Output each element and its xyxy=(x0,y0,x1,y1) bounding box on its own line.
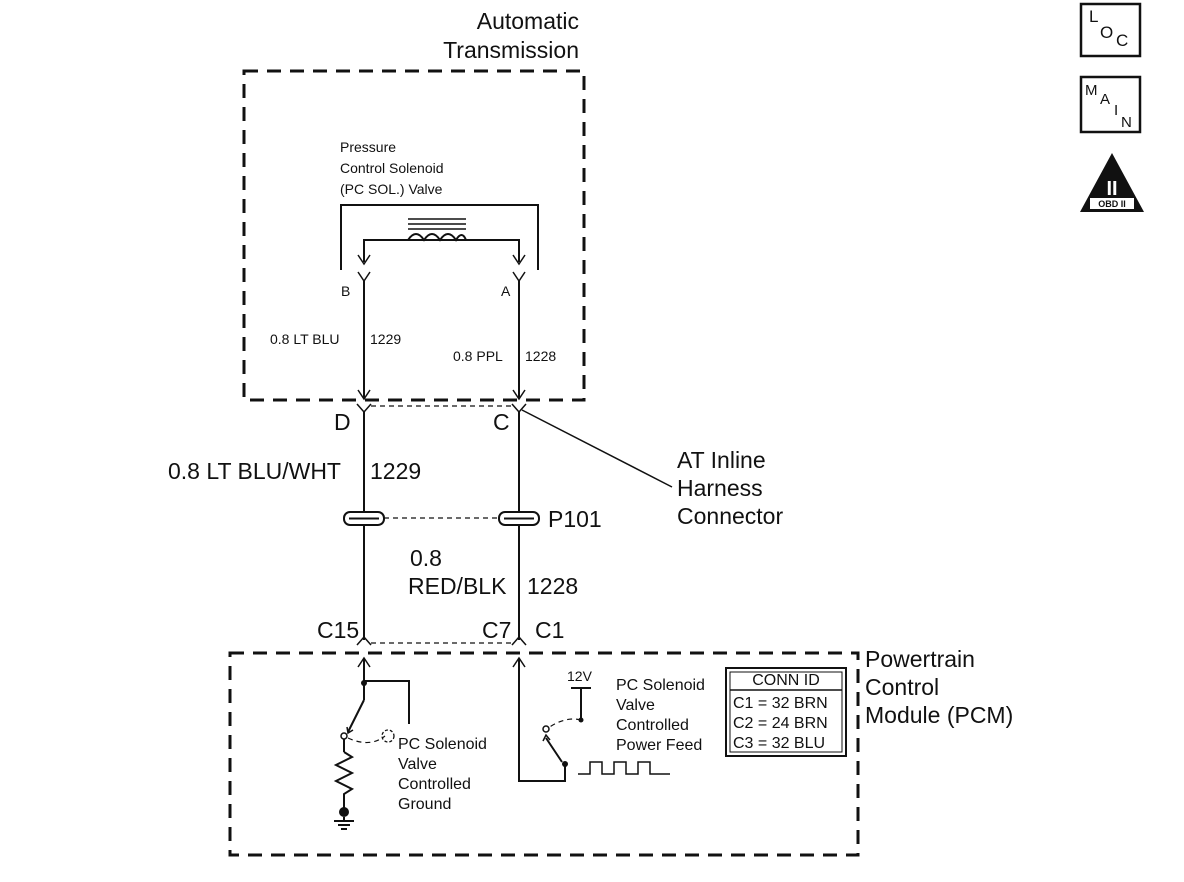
ground-label-line2: Valve xyxy=(398,756,437,773)
wire-num-1229-inner: 1229 xyxy=(370,331,401,347)
power-driver-circuit xyxy=(512,656,670,782)
ground-label-line1: PC Solenoid xyxy=(398,736,487,753)
pcm-title-line3: Module (PCM) xyxy=(865,702,1013,728)
power-label-line2: Valve xyxy=(616,697,655,714)
conn-id-header: CONN ID xyxy=(752,672,820,689)
inline-connector-label-line2: Harness xyxy=(677,475,763,501)
obd-ii-label: OBD II xyxy=(1098,199,1126,209)
pin-a-icon xyxy=(512,271,526,283)
p101-splice-right-icon xyxy=(498,511,540,526)
pin-c7-icon xyxy=(511,635,527,646)
conn-id-row-c2: C2 = 24 BRN xyxy=(733,715,828,732)
inline-connector-label-line1: AT Inline xyxy=(677,447,766,473)
loc-icon xyxy=(1079,2,1142,58)
loc-letter-c: C xyxy=(1116,31,1128,50)
conn-id-table xyxy=(725,667,847,757)
main-icon xyxy=(1079,75,1142,134)
pressure-control-solenoid xyxy=(340,204,539,270)
pin-a-label: A xyxy=(501,283,511,299)
power-label-line1: PC Solenoid xyxy=(616,677,705,694)
solenoid-label-line3: (PC SOL.) Valve xyxy=(340,181,443,197)
main-letter-a: A xyxy=(1100,91,1110,108)
transmission-title-line2: Transmission xyxy=(443,37,579,63)
ground-driver-circuit xyxy=(333,656,410,830)
transmission-boundary xyxy=(242,69,586,402)
conn-id-row-c1: C1 = 32 BRN xyxy=(733,695,828,712)
obd-ii-button[interactable]: II OBD II xyxy=(1080,153,1144,212)
transmission-title-line1: Automatic xyxy=(477,8,579,34)
main-letter-m: M xyxy=(1085,82,1098,99)
resistor-icon xyxy=(333,751,355,808)
main-letter-n: N xyxy=(1121,114,1132,131)
pcm-title-line1: Powertrain xyxy=(865,646,975,672)
main-button[interactable]: M A I N xyxy=(1079,75,1142,134)
inline-connector-leader xyxy=(521,409,673,488)
wire-gauge-08: 0.8 xyxy=(410,545,442,571)
ground-label-line3: Controlled xyxy=(398,776,471,793)
pwm-signal-icon xyxy=(578,761,670,775)
voltage-label: 12V xyxy=(567,668,593,684)
power-label-line3: Controlled xyxy=(616,717,689,734)
connector-d-label: D xyxy=(334,409,351,435)
wire-label-red-blk: RED/BLK xyxy=(408,573,507,599)
loc-button[interactable]: L O C xyxy=(1079,2,1142,58)
solenoid-label-line2: Control Solenoid xyxy=(340,160,444,176)
p101-splice-left-icon xyxy=(343,511,385,526)
ground-icon xyxy=(334,817,354,830)
wire-num-1228-inner: 1228 xyxy=(525,348,556,364)
main-letter-i: I xyxy=(1114,102,1118,119)
wire-label-ppl: 0.8 PPL xyxy=(453,348,503,364)
ground-node-icon xyxy=(339,807,349,817)
obd-ii-numeral: II xyxy=(1106,178,1117,200)
loc-letter-l: L xyxy=(1089,7,1098,26)
obd-ii-icon xyxy=(1080,153,1144,212)
connector-d-icon xyxy=(356,403,372,414)
p101-label: P101 xyxy=(548,506,602,532)
pin-c1-label: C1 xyxy=(535,617,564,643)
pin-c7-label: C7 xyxy=(482,617,511,643)
wire-num-1229-outer: 1229 xyxy=(370,458,421,484)
conn-id-row-c3: C3 = 32 BLU xyxy=(733,735,825,752)
connector-c-label: C xyxy=(493,409,510,435)
pin-b-label: B xyxy=(341,283,350,299)
inline-connector-label-line3: Connector xyxy=(677,503,783,529)
loc-letter-o: O xyxy=(1100,23,1113,42)
pcm-title-line2: Control xyxy=(865,674,939,700)
power-label-line4: Power Feed xyxy=(616,737,702,754)
ground-label-line4: Ground xyxy=(398,796,451,813)
solenoid-label-line1: Pressure xyxy=(340,139,396,155)
pin-c15-label: C15 xyxy=(317,617,359,643)
solenoid-coil-icon xyxy=(407,233,467,242)
pin-b-icon xyxy=(357,271,371,283)
wire-label-lt-blu-wht: 0.8 LT BLU/WHT xyxy=(168,458,341,484)
wire-num-1228-outer: 1228 xyxy=(527,573,578,599)
wire-label-lt-blu: 0.8 LT BLU xyxy=(270,331,340,347)
pin-c15-icon xyxy=(356,635,372,646)
